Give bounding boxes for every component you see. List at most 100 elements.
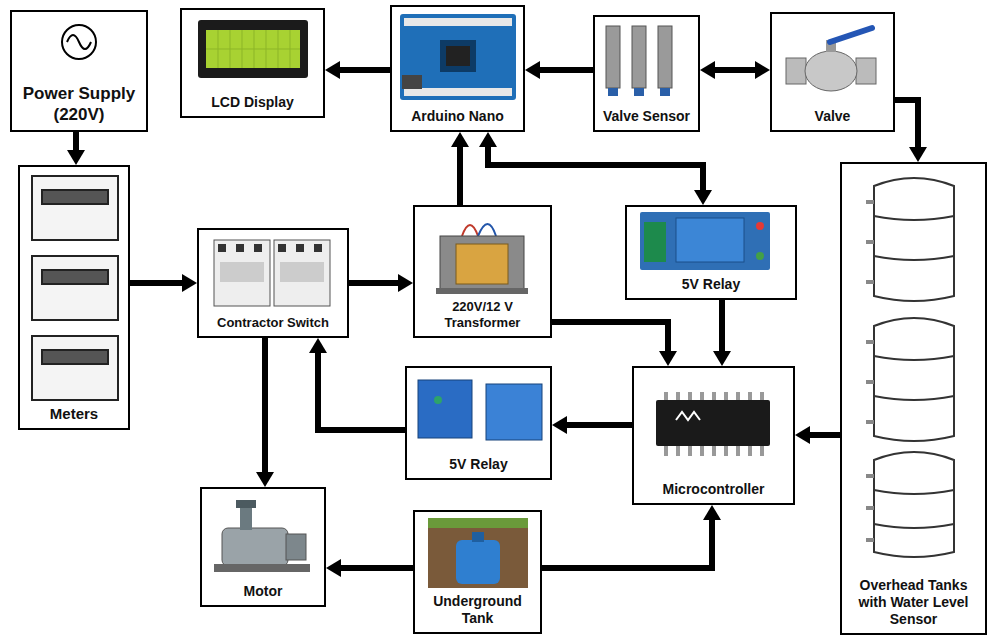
meter-box: Meters [18,165,130,430]
node-label: Valve [815,108,851,125]
controller-box: Arduino Nano [390,5,525,132]
connector-line [318,352,405,430]
arrow-head [326,559,341,577]
sensor-box: Valve Sensor [593,15,700,132]
arrow-head [182,274,197,292]
label-holder: 220V/12 V Transformer [418,299,547,331]
node-label: Meters [50,405,98,423]
label-holder: Motor [205,582,321,600]
arrow-head [256,472,274,487]
transformer-picture [436,224,528,294]
label-holder: Power Supply (220V) [15,84,143,125]
label-holder: Contractor Switch [202,313,344,331]
contactor-picture [214,240,330,306]
node-label: 220V/12 V Transformer [418,299,547,330]
node-label: Arduino Nano [411,108,504,125]
arrow-connector [552,322,677,366]
connector-line [552,322,668,352]
lcd-picture [198,20,308,78]
tank-box: Underground Tank [413,510,542,634]
sensor-picture [606,26,672,96]
connector-line [719,300,725,352]
label-holder: Underground Tank [418,593,537,627]
valve-box: Valve [770,12,895,132]
arrow-head [795,426,810,444]
label-holder: Arduino Nano [395,107,520,125]
arrow-connector [895,100,927,162]
display-box: LCD Display [180,8,325,118]
arrow-head [713,351,731,366]
arrow-connector [309,338,405,430]
connector-line [542,519,712,568]
arrow-connector [552,416,632,434]
arrow-connector [542,505,721,568]
node-label: 5V Relay [449,456,507,473]
arrow-head [309,338,327,353]
connector-line [73,132,79,151]
relay-module-picture [640,212,770,270]
arrow-head [703,505,721,520]
arrow-connector [451,132,469,205]
chip-picture [656,392,770,456]
arrow-head [67,150,85,165]
label-holder: Overhead Tanks with Water Level Sensor [845,577,982,628]
underground-picture [428,518,528,588]
switch-box: Contractor Switch [197,228,349,338]
arrow-head [479,132,497,147]
tank-picture [866,178,954,557]
node-label: LCD Display [211,94,293,111]
node-label: 5V Relay [682,276,740,293]
connector-line [130,280,183,286]
connector-line [566,422,632,428]
arrow-connector [325,61,390,79]
arrow-connector [525,61,593,79]
connector-line [488,146,703,191]
transformer-box: 220V/12 V Transformer [413,205,552,338]
connector-line [262,338,268,473]
arrow-head [700,61,715,79]
node-label: Motor [244,583,283,600]
node-label: Overhead Tanks with Water Level Sensor [845,577,982,627]
connector-line [340,565,413,571]
relay-box: 5V Relay [625,205,797,300]
node-label: Contractor Switch [217,315,329,331]
arrow-connector [700,61,770,79]
arrow-connector [67,132,85,165]
arrow-connector [349,274,413,292]
label-holder: LCD Display [185,93,320,111]
arrow-head [325,61,340,79]
arrow-head [909,147,927,162]
arrow-head [398,274,413,292]
arrow-connector [795,426,840,444]
ac-source-icon [62,25,96,59]
node-label: Power Supply (220V) [15,84,143,125]
relay-picture [418,380,542,440]
connector-line [539,67,593,73]
label-holder: 5V Relay [630,275,792,293]
label-holder: 5V Relay [410,455,547,473]
connector-line [714,67,756,73]
arrow-head [755,61,770,79]
arrow-head [659,351,677,366]
microcontroller-box: Microcontroller [632,366,795,505]
arrow-head [451,132,469,147]
arrow-connector [130,274,197,292]
arrow-connector [256,338,274,487]
node-label: Underground Tank [418,593,537,627]
arrow-head [525,61,540,79]
arduino-picture [400,14,516,100]
node-label: Microcontroller [663,481,765,498]
tank-box: Overhead Tanks with Water Level Sensor [840,162,987,635]
label-holder: Microcontroller [637,480,790,498]
arrow-connector [479,132,712,205]
connector-line [457,146,463,205]
meter-picture [32,176,118,400]
motor-box: Motor [200,487,326,607]
source-box: Power Supply (220V) [10,10,148,132]
arrow-head [694,190,712,205]
label-holder: Valve Sensor [598,107,695,125]
connector-line [339,67,390,73]
label-holder: Meters [23,405,125,423]
label-holder: Valve [775,107,890,125]
